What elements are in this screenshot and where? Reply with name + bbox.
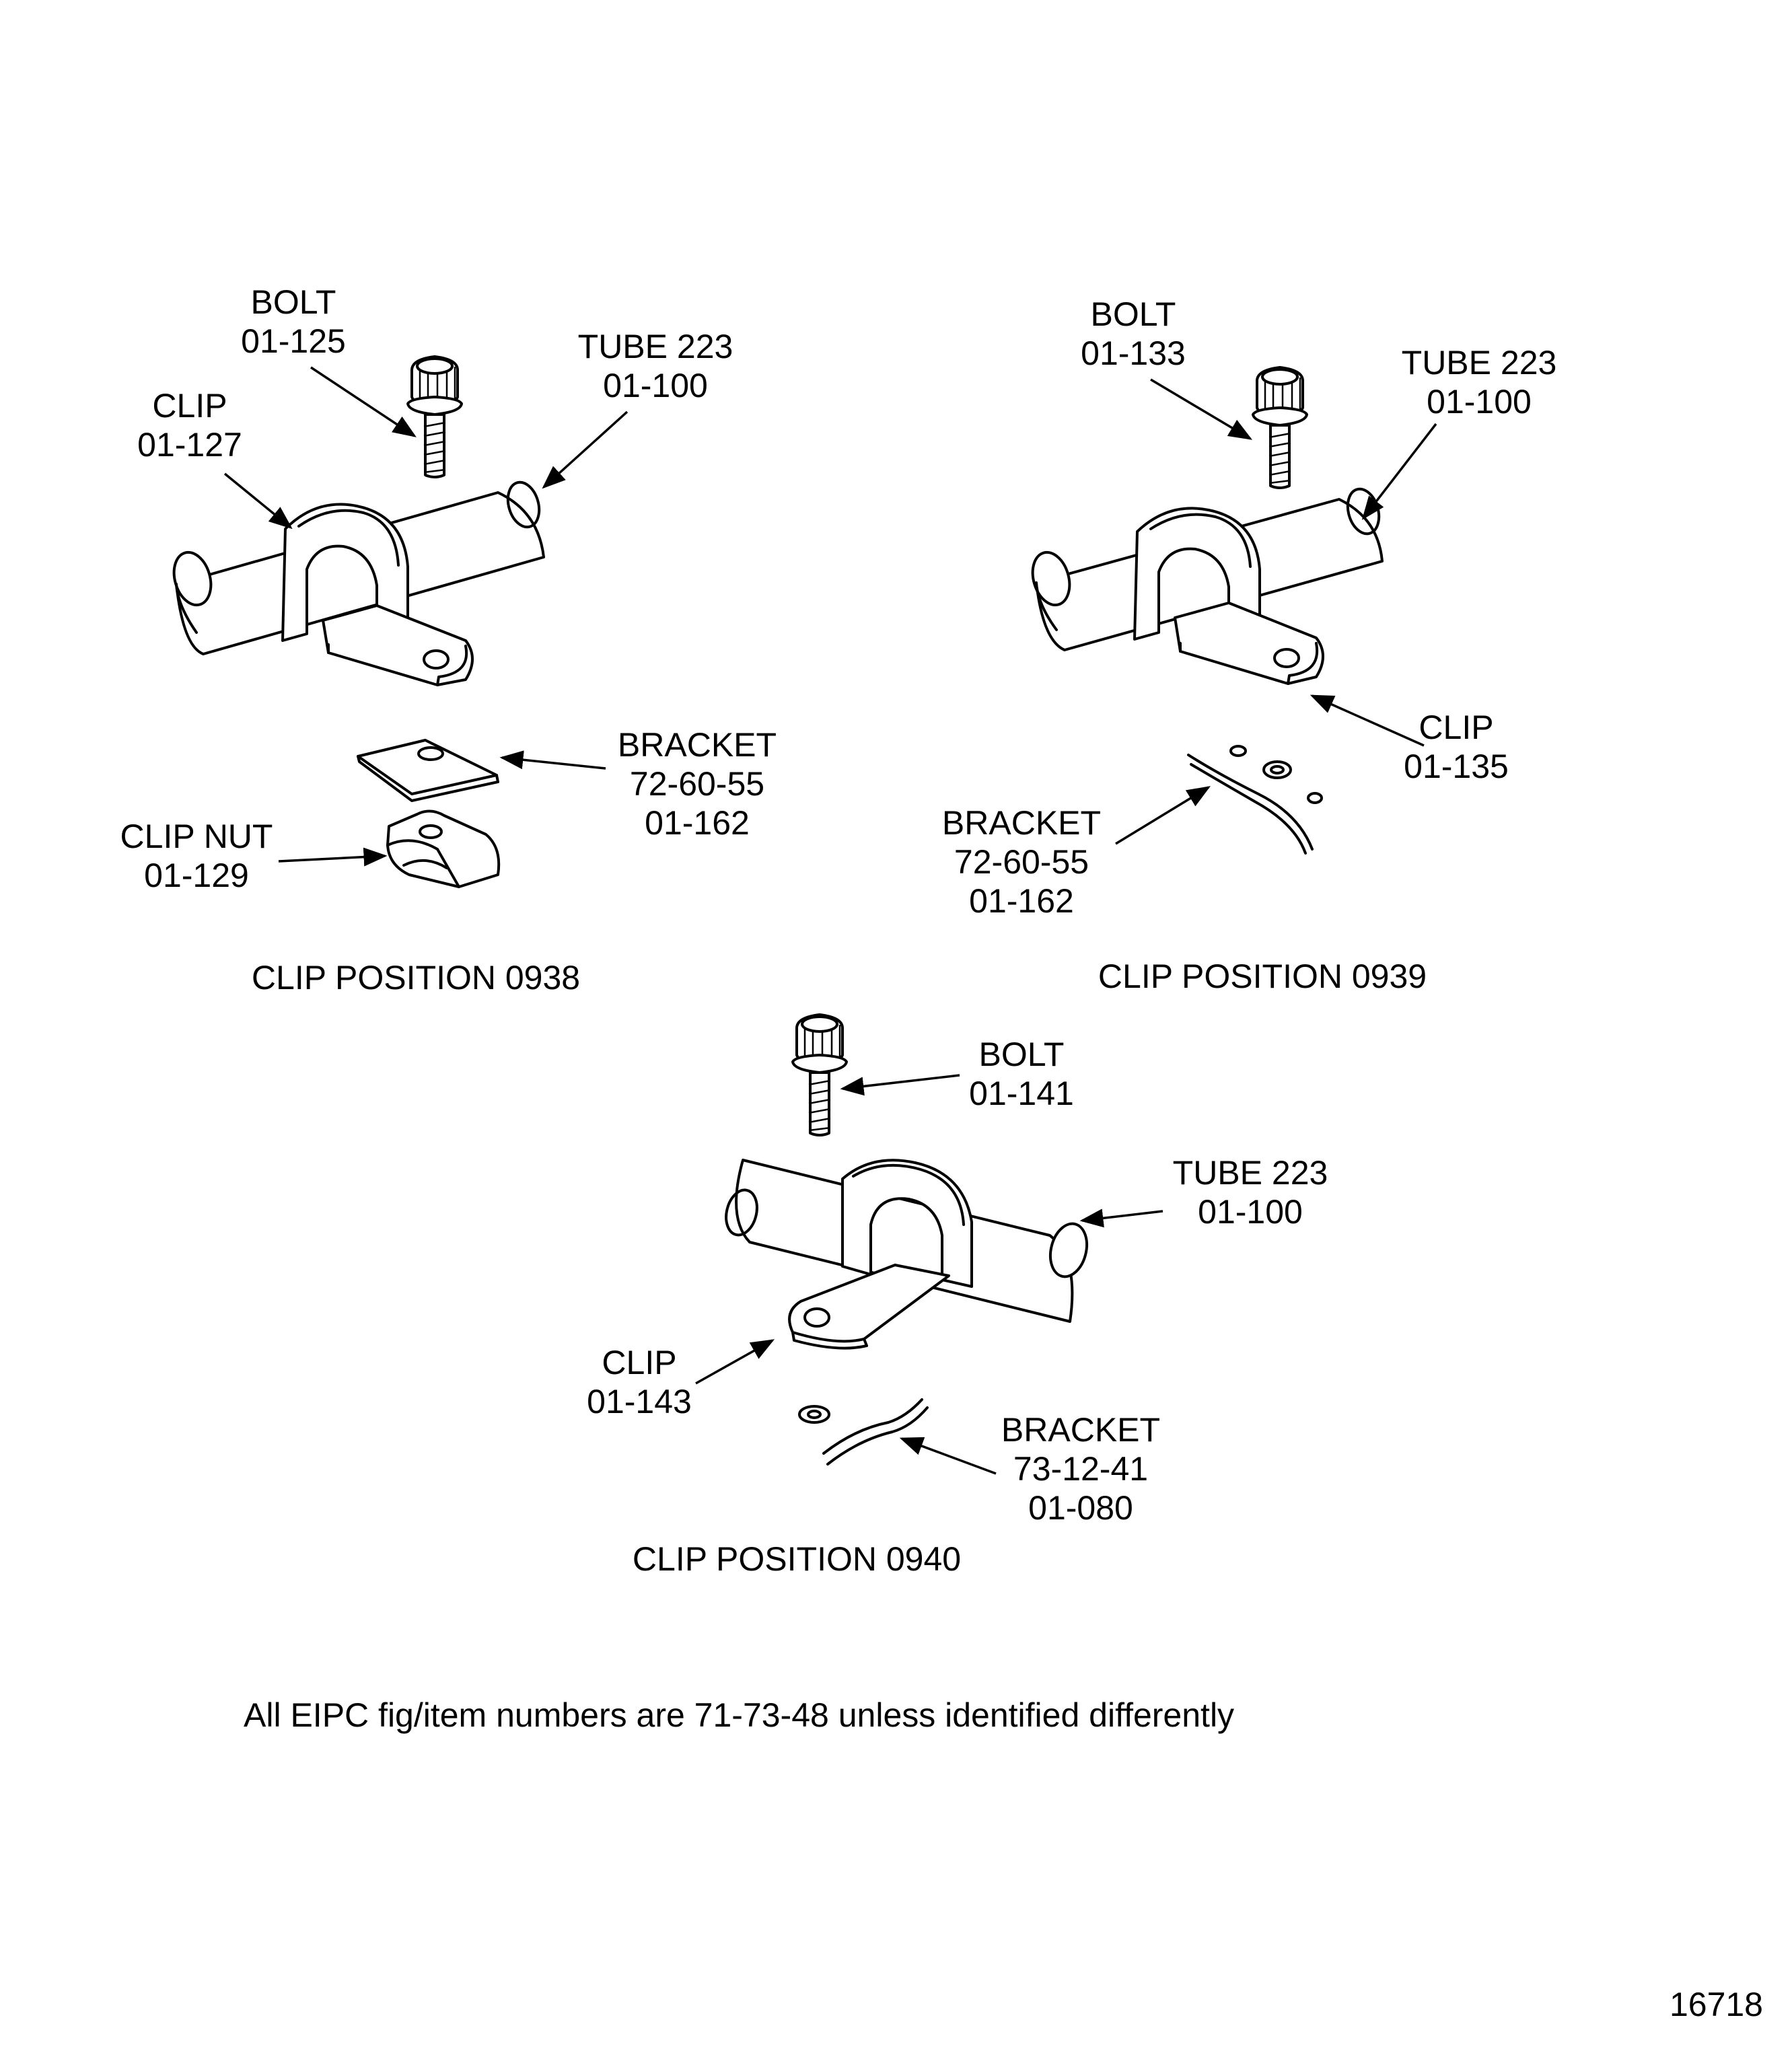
bolt-0939-name: BOLT	[1091, 295, 1176, 333]
clip-0940-leader	[695, 1339, 775, 1385]
clip-0938-drawing	[281, 503, 474, 686]
caption-0938: CLIP POSITION 0938	[252, 959, 580, 997]
bracket-0938-leader	[499, 750, 606, 770]
tube-0938-name: TUBE 223	[578, 328, 733, 365]
tube-0939-item: 01-100	[1427, 383, 1532, 421]
bolt-0939-drawing	[1252, 366, 1308, 489]
clip-nut-0938-name: CLIP NUT	[120, 818, 273, 855]
clip-0939-drawing	[1133, 507, 1324, 685]
tube-0939-name: TUBE 223	[1402, 344, 1557, 382]
clip-0938-name: CLIP	[152, 387, 227, 425]
clip-0940-name: CLIP	[602, 1344, 676, 1381]
clip-nut-0938-drawing	[386, 809, 501, 888]
bracket-0940-drawing	[798, 1398, 929, 1466]
bolt-0938-leader	[310, 366, 417, 437]
bolt-0938-drawing	[406, 355, 463, 478]
tube-0938-item: 01-100	[603, 367, 708, 404]
clip-position-0939: BOLT 01-133 TUBE 223 01-100 CLIP 01-135 …	[942, 295, 1556, 995]
bolt-0938-item: 01-125	[241, 322, 346, 360]
bracket-0939-leader	[1115, 786, 1211, 845]
clip-nut-0938-leader	[278, 847, 388, 867]
bolt-0940-item: 01-141	[969, 1075, 1074, 1112]
bolt-0939-item: 01-133	[1081, 334, 1186, 372]
bracket-0940-name: BRACKET	[1001, 1411, 1160, 1449]
tube-0939-leader	[1361, 423, 1437, 520]
clip-0938-leader	[223, 472, 293, 530]
figure-number: 16718	[1670, 1986, 1763, 2023]
bracket-0938-drawing	[357, 739, 499, 802]
bracket-0938-name: BRACKET	[618, 726, 777, 764]
bracket-0939-item: 01-162	[969, 882, 1074, 920]
clip-0938-item: 01-127	[137, 426, 242, 464]
caption-0939: CLIP POSITION 0939	[1098, 957, 1427, 995]
tube-0940-item: 01-100	[1198, 1193, 1303, 1231]
tube-0940-drawing	[725, 1159, 1089, 1323]
clip-position-0940: BOLT 01-141 TUBE 223 01-100 CLIP 01-143 …	[587, 1013, 1328, 1578]
bolt-0939-leader	[1150, 378, 1253, 440]
tube-0938-drawing	[172, 480, 545, 655]
bracket-0940-item: 01-080	[1028, 1489, 1133, 1527]
clip-0940-drawing	[788, 1159, 973, 1350]
tube-0940-leader	[1079, 1208, 1163, 1228]
bracket-0940-leader	[899, 1437, 997, 1475]
clip-0940-item: 01-143	[587, 1383, 692, 1420]
caption-0940: CLIP POSITION 0940	[633, 1540, 961, 1578]
tube-0938-leader	[542, 410, 629, 489]
bolt-0940-drawing	[791, 1013, 848, 1136]
bolt-0940-name: BOLT	[979, 1036, 1065, 1073]
bracket-0939-ref: 72-60-55	[954, 843, 1089, 881]
clip-0939-item: 01-135	[1404, 748, 1509, 785]
tube-0940-name: TUBE 223	[1173, 1154, 1328, 1192]
eipc-note: All EIPC fig/item numbers are 71-73-48 u…	[244, 1696, 1234, 1734]
clip-0939-name: CLIP	[1419, 709, 1493, 746]
bracket-0940-ref: 73-12-41	[1013, 1450, 1148, 1488]
bolt-0940-leader	[840, 1074, 960, 1096]
bracket-0939-drawing	[1187, 745, 1323, 855]
clip-position-0938: BOLT 01-125 TUBE 223 01-100 CLIP 01-127 …	[120, 283, 777, 997]
bracket-0939-name: BRACKET	[942, 804, 1101, 842]
bolt-0938-name: BOLT	[251, 283, 336, 321]
clip-0939-leader	[1310, 694, 1425, 747]
bracket-0938-ref: 72-60-55	[630, 765, 764, 803]
bracket-0938-item: 01-162	[645, 804, 750, 842]
tube-0939-drawing	[1031, 487, 1384, 651]
clip-nut-0938-item: 01-129	[144, 857, 249, 894]
